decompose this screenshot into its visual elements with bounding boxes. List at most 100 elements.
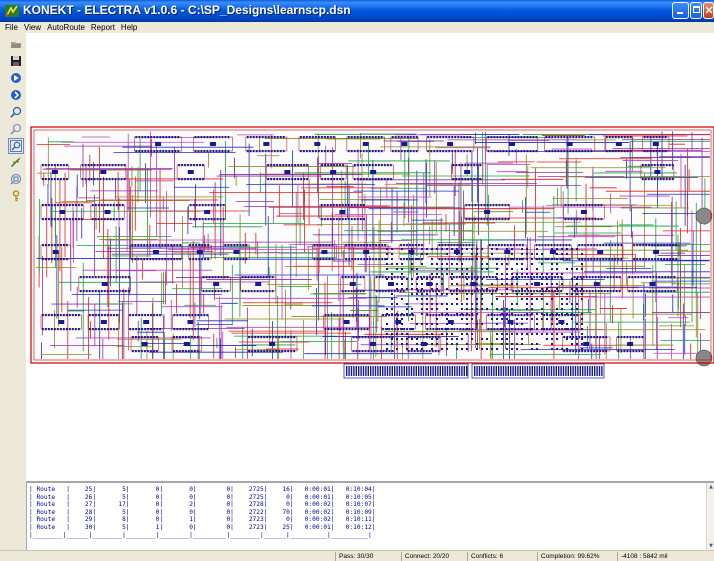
pad: [378, 276, 381, 279]
scroll-down-icon[interactable]: ▼: [709, 543, 713, 549]
pad: [161, 258, 164, 261]
pad: [290, 336, 293, 339]
pad: [435, 276, 437, 279]
save-button[interactable]: [9, 54, 23, 68]
pad: [270, 136, 273, 139]
menu-report[interactable]: Report: [90, 23, 115, 32]
connector-finger: [406, 366, 408, 376]
board-canvas[interactable]: [26, 33, 714, 481]
pad: [353, 218, 356, 221]
pad: [354, 328, 357, 331]
via: [521, 263, 523, 265]
title-bar[interactable]: KONEKT - ELECTRA v1.0.6 - C:\SP_Designs\…: [0, 0, 714, 22]
pad: [192, 258, 195, 261]
pad: [115, 290, 118, 293]
component-outline: [127, 314, 165, 330]
pad: [211, 276, 214, 279]
pad: [634, 290, 637, 293]
maximize-button[interactable]: [690, 2, 702, 19]
pad: [107, 314, 109, 317]
pad: [578, 258, 581, 261]
via: [436, 338, 438, 340]
pad: [385, 314, 387, 317]
pad: [590, 244, 593, 247]
menu-file[interactable]: File: [5, 23, 18, 32]
pad: [479, 290, 482, 293]
log-cell: 0|: [267, 501, 294, 509]
via: [501, 333, 503, 335]
pad: [535, 136, 538, 139]
pad: [463, 150, 466, 153]
via: [526, 318, 528, 320]
via: [436, 293, 438, 295]
via: [386, 268, 388, 270]
zoom-window-button[interactable]: [8, 138, 24, 154]
pad: [467, 178, 470, 181]
pad: [285, 178, 288, 181]
pad: [221, 150, 224, 153]
via: [526, 328, 528, 330]
menu-autoroute[interactable]: AutoRoute: [47, 23, 85, 32]
zoom-in-button[interactable]: [9, 105, 23, 119]
component-body: [269, 342, 276, 346]
pad: [587, 350, 590, 353]
pad: [362, 178, 365, 181]
pad: [530, 290, 532, 293]
pad: [505, 314, 508, 317]
zoom-fit-button[interactable]: [9, 172, 23, 186]
pad: [273, 150, 276, 153]
pad: [102, 164, 105, 167]
pad: [324, 136, 326, 139]
via: [406, 258, 408, 260]
pcb-layout[interactable]: [26, 33, 714, 481]
pad: [360, 258, 363, 261]
pad: [671, 164, 674, 167]
pad: [350, 150, 353, 153]
minimize-button[interactable]: [672, 2, 689, 19]
pad: [456, 244, 459, 247]
menu-help[interactable]: Help: [120, 23, 138, 32]
log-cell: 0|: [196, 493, 234, 501]
pad: [242, 258, 245, 261]
pad: [241, 276, 244, 279]
via: [406, 288, 408, 290]
pad: [388, 336, 391, 339]
pad: [273, 164, 276, 167]
via: [561, 308, 563, 310]
pad: [631, 276, 634, 279]
pad: [520, 328, 523, 331]
pad: [281, 336, 284, 339]
pad: [388, 314, 390, 317]
via: [521, 293, 523, 295]
pad: [111, 178, 114, 181]
step-route-button[interactable]: [9, 88, 23, 102]
pad: [350, 204, 353, 207]
scroll-up-icon[interactable]: ▲: [709, 484, 713, 490]
via: [481, 283, 483, 285]
pad: [600, 290, 603, 293]
pad: [137, 258, 140, 261]
pad: [132, 350, 134, 353]
pad: [241, 290, 244, 293]
menu-view[interactable]: View: [23, 23, 42, 32]
pad: [97, 290, 100, 293]
open-button[interactable]: [9, 37, 23, 51]
via: [526, 273, 528, 275]
connector-finger: [348, 366, 350, 376]
help-button[interactable]: [9, 189, 23, 203]
pad: [476, 164, 479, 167]
via: [496, 248, 498, 250]
log-scrollbar[interactable]: ▲ ▼: [706, 483, 714, 550]
pad: [323, 204, 326, 207]
pad: [321, 136, 323, 139]
zoom-out-button[interactable]: [9, 122, 23, 136]
pan-button[interactable]: [9, 155, 23, 169]
pad: [253, 290, 256, 293]
via: [396, 288, 398, 290]
start-route-button[interactable]: [9, 71, 23, 85]
pad: [91, 290, 94, 293]
component-body: [143, 320, 150, 324]
close-button[interactable]: [703, 2, 714, 19]
pad: [397, 328, 399, 331]
connector-finger: [565, 366, 567, 376]
